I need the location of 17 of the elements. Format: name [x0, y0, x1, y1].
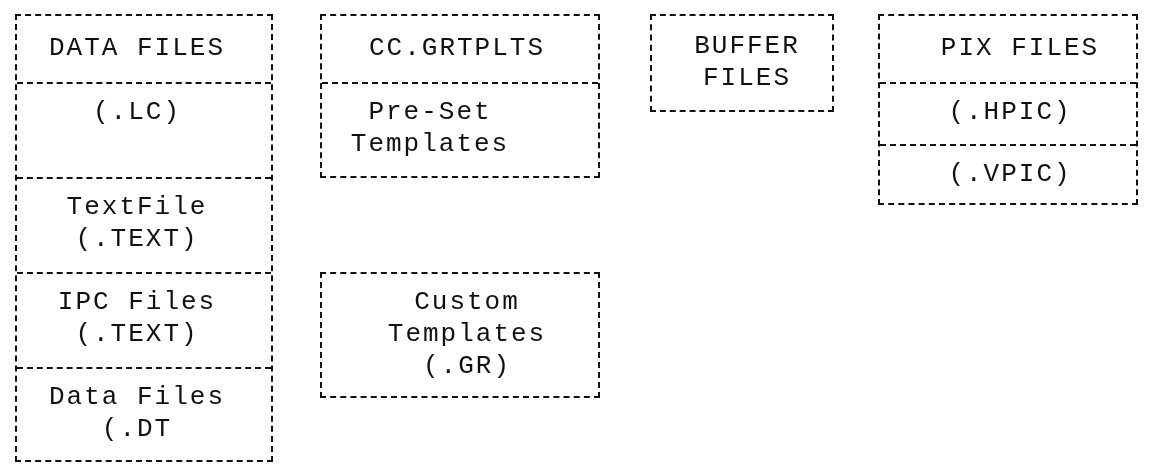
- file-label: IPC Files (.TEXT): [56, 286, 218, 350]
- file-label: Custom Templates (.GR): [386, 286, 548, 382]
- file-label: Pre-Set Templates: [349, 96, 511, 160]
- file-label: Data Files (.DT: [48, 381, 226, 445]
- file-group-box: [320, 14, 600, 178]
- group-heading: DATA FILES: [48, 32, 226, 64]
- file-group-box: [320, 272, 600, 398]
- file-group-box: [650, 14, 834, 112]
- file-label: (.HPIC): [947, 96, 1073, 128]
- file-label: (.LC): [92, 96, 182, 128]
- file-label: (.VPIC): [947, 158, 1073, 190]
- file-label: TextFile (.TEXT): [65, 191, 209, 255]
- file-group-box: [15, 14, 273, 462]
- group-heading: PIX FILES: [939, 32, 1101, 64]
- file-label: BUFFER FILES: [693, 30, 801, 94]
- file-group-box: [878, 14, 1138, 205]
- group-heading: CC.GRTPLTS: [368, 32, 546, 64]
